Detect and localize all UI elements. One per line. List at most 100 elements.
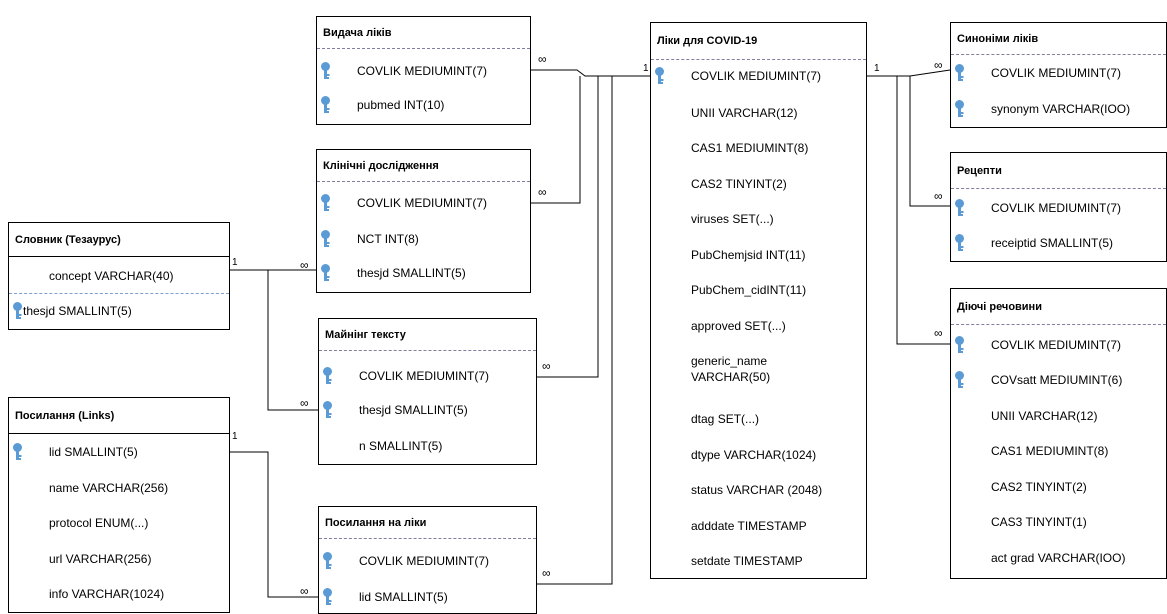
- entity-liky-dlia-covid[interactable]: Ліки для COVID-19 COVLIK MEDIUMINT(7) UN…: [650, 22, 867, 579]
- rel-liky-retsepty: [909, 76, 950, 207]
- key-icon: [323, 552, 332, 569]
- attribute-name: COVLIK MEDIUMINT(7): [357, 196, 488, 210]
- card-many: ∞: [934, 326, 943, 340]
- attribute-row: CAS2 TINYINT(2): [951, 477, 1166, 497]
- attribute-name: CAS2 TINYINT(2): [691, 177, 787, 191]
- attribute-row: COVLIK MEDIUMINT(7): [319, 366, 536, 386]
- entity-title: Видача ліків: [317, 17, 530, 49]
- card-one: 1: [232, 257, 238, 268]
- key-icon: [955, 199, 964, 216]
- attribute-name: COVLIK MEDIUMINT(7): [991, 201, 1122, 215]
- entity-title: Клінічні дослідження: [317, 150, 530, 182]
- attribute-name: adddate TIMESTAMP: [691, 519, 807, 533]
- attribute-row: COVLIK MEDIUMINT(7): [651, 66, 866, 86]
- entity-title: Рецепти: [951, 153, 1166, 189]
- key-icon: [323, 401, 332, 418]
- attribute-row: generic_name VARCHAR(50): [651, 353, 866, 387]
- attribute-row: COVsatt MEDIUMINT(6): [951, 370, 1166, 390]
- attribute-row: act grad VARCHAR(IOO): [951, 548, 1166, 568]
- attribute-row: COVLIK MEDIUMINT(7): [951, 63, 1166, 83]
- attribute-name: name VARCHAR(256): [49, 481, 169, 495]
- attribute-name: act grad VARCHAR(IOO): [991, 551, 1126, 565]
- attribute-name: thesjd SMALLINT(5): [359, 403, 468, 417]
- entity-posylannia-na-liky[interactable]: Посилання на ліки COVLIK MEDIUMINT(7) li…: [318, 506, 537, 614]
- attribute-name: CAS1 MEDIUMINT(8): [691, 141, 809, 155]
- attribute-row: synonym VARCHAR(IOO): [951, 99, 1166, 119]
- attribute-row: COVLIK MEDIUMINT(7): [951, 335, 1166, 355]
- entity-mainig-tekstu[interactable]: Майнінг тексту COVLIK MEDIUMINT(7) thesj…: [318, 318, 537, 465]
- attribute-name: thesjd SMALLINT(5): [23, 304, 132, 318]
- attribute-row: approved SET(...): [651, 316, 866, 336]
- rel-liky-diiuchi: [896, 76, 950, 345]
- card-many: ∞: [934, 189, 943, 203]
- attribute-row: adddate TIMESTAMP: [651, 516, 866, 536]
- key-icon: [323, 367, 332, 384]
- attribute-name: COVLIK MEDIUMINT(7): [691, 69, 822, 83]
- attribute-name: thesjd SMALLINT(5): [357, 266, 466, 280]
- key-icon: [955, 64, 964, 81]
- attribute-name: synonym VARCHAR(IOO): [991, 102, 1131, 116]
- divider: [9, 293, 229, 294]
- attribute-name: lid SMALLINT(5): [359, 590, 448, 604]
- entity-slovnyk-tezaurus[interactable]: Словник (Тезаурус) concept VARCHAR(40) t…: [8, 222, 230, 330]
- attribute-row: pubmed INT(10): [317, 95, 530, 115]
- card-many: ∞: [542, 359, 551, 373]
- attribute-name: generic_name VARCHAR(50): [691, 354, 771, 384]
- attribute-row: info VARCHAR(1024): [9, 584, 229, 604]
- attribute-row: UNII VARCHAR(12): [951, 406, 1166, 426]
- rel-posylannia-posylannia-liky: [229, 451, 318, 598]
- attribute-name: protocol ENUM(...): [49, 516, 149, 530]
- attribute-row: CAS2 TINYINT(2): [651, 174, 866, 194]
- attribute-name: UNII VARCHAR(12): [691, 106, 798, 120]
- attribute-name: PubChemjsid INT(11): [691, 248, 806, 262]
- key-icon: [955, 371, 964, 388]
- attribute-row: viruses SET(...): [651, 209, 866, 229]
- attribute-name: info VARCHAR(1024): [49, 587, 165, 601]
- attribute-name: COVLIK MEDIUMINT(7): [359, 554, 490, 568]
- attribute-row: UNII VARCHAR(12): [651, 103, 866, 123]
- key-icon: [955, 336, 964, 353]
- attribute-name: setdate TIMESTAMP: [691, 554, 803, 568]
- entity-synonimy-likiv[interactable]: Синоніми ліків COVLIK MEDIUMINT(7) synon…: [950, 22, 1167, 128]
- attribute-row: concept VARCHAR(40): [9, 266, 229, 286]
- entity-diiuchi-rechovyny[interactable]: Діючі речовини COVLIK MEDIUMINT(7) COVsa…: [950, 288, 1167, 579]
- attribute-name: status VARCHAR (2048): [691, 483, 823, 497]
- attribute-row: COVLIK MEDIUMINT(7): [951, 198, 1166, 218]
- key-icon: [13, 443, 22, 460]
- attribute-row: setdate TIMESTAMP: [651, 551, 866, 571]
- rel-posylannia-liky-liky: [536, 76, 613, 585]
- entity-klinichni-doslidzhennia[interactable]: Клінічні дослідження COVLIK MEDIUMINT(7)…: [316, 149, 531, 293]
- key-icon: [955, 234, 964, 251]
- card-many: ∞: [538, 52, 547, 66]
- entity-retsepty[interactable]: Рецепти COVLIK MEDIUMINT(7) receiptid SM…: [950, 152, 1167, 262]
- attribute-name: dtype VARCHAR(1024): [691, 448, 817, 462]
- card-many: ∞: [300, 584, 309, 598]
- attribute-row: lid SMALLINT(5): [9, 442, 229, 462]
- key-icon: [321, 96, 330, 113]
- attribute-row: n SMALLINT(5): [319, 436, 536, 456]
- attribute-row: CAS3 TINYINT(1): [951, 512, 1166, 532]
- attribute-row: protocol ENUM(...): [9, 513, 229, 533]
- key-icon: [955, 100, 964, 117]
- attribute-name: UNII VARCHAR(12): [991, 409, 1098, 423]
- attribute-row: COVLIK MEDIUMINT(7): [317, 193, 530, 213]
- attribute-row: url VARCHAR(256): [9, 549, 229, 569]
- attribute-row: PubChem_cidINT(11): [651, 280, 866, 300]
- attribute-row: COVLIK MEDIUMINT(7): [317, 61, 530, 81]
- attribute-row: NCT INT(8): [317, 229, 530, 249]
- attribute-row: lid SMALLINT(5): [319, 587, 536, 607]
- entity-posylannia-links[interactable]: Посилання (Links) lid SMALLINT(5) name V…: [8, 397, 230, 613]
- attribute-row: status VARCHAR (2048): [651, 480, 866, 500]
- attribute-name: COVLIK MEDIUMINT(7): [991, 338, 1122, 352]
- attribute-row: CAS1 MEDIUMINT(8): [951, 441, 1166, 461]
- entity-title: Майнінг тексту: [319, 319, 536, 351]
- card-many: ∞: [934, 58, 943, 72]
- attribute-row: thesjd SMALLINT(5): [9, 301, 229, 321]
- attribute-name: receiptid SMALLINT(5): [991, 236, 1114, 250]
- key-icon: [321, 62, 330, 79]
- card-one: 1: [874, 63, 880, 74]
- rel-mainig-liky: [536, 76, 599, 378]
- entity-vydacha-likiv[interactable]: Видача ліків COVLIK MEDIUMINT(7) pubmed …: [316, 16, 531, 125]
- key-icon: [323, 588, 332, 605]
